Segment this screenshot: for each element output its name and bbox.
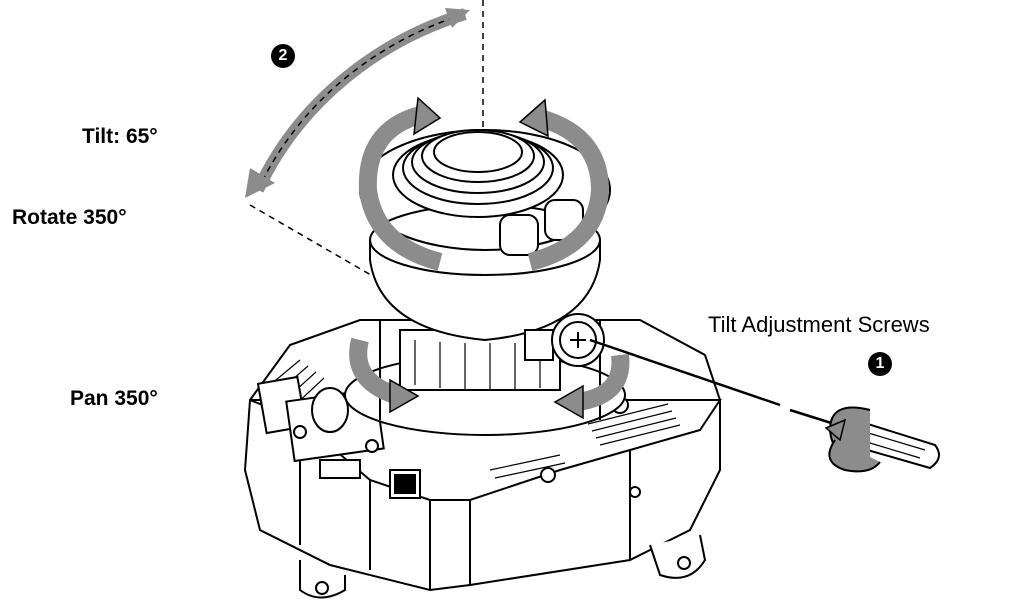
rotate-label: Rotate 350° (12, 206, 127, 229)
pan-arrows (349, 337, 630, 420)
step-two-badge: 2 (271, 44, 295, 68)
tilt-arc-arrow (245, 8, 470, 198)
rotate-arrows (358, 96, 610, 271)
tilt-guide-lines (249, 0, 484, 316)
pan-label: Pan 350° (70, 387, 158, 410)
tilt-label: Tilt: 65° (82, 125, 158, 148)
tilt-screw-knob (524, 313, 605, 367)
screws-label: Tilt Adjustment Screws (708, 312, 930, 337)
step-one-badge: 1 (868, 352, 892, 376)
screw-leader-line (589, 338, 781, 407)
curved-arrow-icon (824, 406, 881, 473)
